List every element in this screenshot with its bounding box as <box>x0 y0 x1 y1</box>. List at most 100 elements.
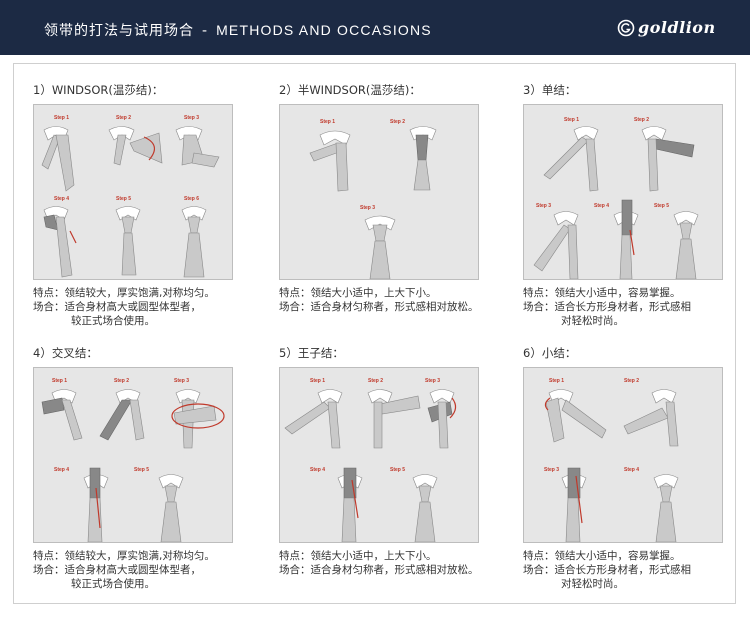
title-english: METHODS AND OCCASIONS <box>216 22 432 38</box>
section-title: 6）小结： <box>523 346 577 360</box>
step-label: Step 4 <box>594 203 609 209</box>
feature-text: 特点：领结大小适中，容易掌握。 <box>523 550 681 562</box>
step-label: Step 6 <box>184 196 199 202</box>
section-title: 3）单结： <box>523 83 577 97</box>
section-description: 特点：领结较大，厚实饱满,对称均匀。 场合：适合身材高大或圆型体型者， 较正式场… <box>33 286 238 328</box>
step-1-figure <box>544 389 607 443</box>
step-5-figure <box>158 474 184 542</box>
step-label: Step 3 <box>536 203 551 209</box>
step-1-figure <box>543 126 599 192</box>
step-2-figure <box>623 389 679 447</box>
occasion-text: 场合：适合身材高大或圆型体型者， <box>33 301 201 313</box>
step-label: Step 4 <box>54 467 69 473</box>
step-label: Step 1 <box>54 115 69 121</box>
illustration-panel: Step 1 Step 2 Step 3 Step 4 <box>523 367 723 543</box>
brand-logo: goldlion <box>617 18 716 37</box>
feature-text: 特点：领结大小适中，容易掌握。 <box>523 287 681 299</box>
step-label: Step 2 <box>116 115 131 121</box>
small-knot-steps-illustration: Step 1 Step 2 Step 3 Step 4 <box>544 378 679 542</box>
step-2-figure <box>99 389 145 441</box>
feature-text: 特点：领结大小适中，上大下小。 <box>279 287 437 299</box>
step-label: Step 5 <box>654 203 669 209</box>
occasion-text-cont: 较正式场合使用。 <box>71 315 155 327</box>
feature-text: 特点：领结较大，厚实饱满,对称均匀。 <box>33 550 215 562</box>
step-1-figure <box>309 130 351 192</box>
step-4-figure <box>613 199 639 279</box>
title-chinese: 领带的打法与试用场合 <box>44 23 194 39</box>
step-5-figure <box>673 211 699 279</box>
illustration-panel: Step 1 Step 2 Step 3 Step 4 Step 5 <box>279 367 479 543</box>
step-label: Step 1 <box>564 117 579 123</box>
section-title: 5）王子结： <box>279 346 344 360</box>
step-2-figure <box>108 126 163 166</box>
step-2-figure <box>367 389 421 449</box>
occasion-text-cont: 较正式场合使用。 <box>71 578 155 590</box>
content-frame <box>13 63 736 604</box>
step-1-figure <box>41 389 83 441</box>
step-label: Step 2 <box>624 378 639 384</box>
page-title: 领带的打法与试用场合-METHODS AND OCCASIONS <box>44 20 432 40</box>
step-label: Step 3 <box>360 205 375 211</box>
illustration-panel: Step 1 Step 2 Step 3 Step 4 Step 5 <box>33 367 233 543</box>
step-label: Step 2 <box>114 378 129 384</box>
occasion-text: 场合：适合身材匀称者，形式感相对放松。 <box>279 564 479 576</box>
half-windsor-steps-illustration: Step 1 Step 2 Step 3 <box>309 119 437 279</box>
occasion-text: 场合：适合身材匀称者，形式感相对放松。 <box>279 301 479 313</box>
step-label: Step 1 <box>549 378 564 384</box>
step-3-figure <box>533 211 579 279</box>
step-label: Step 4 <box>54 196 69 202</box>
step-2-figure <box>409 126 437 191</box>
step-label: Step 5 <box>134 467 149 473</box>
illustration-panel: Step 1 Step 2 Step 3 <box>279 104 479 280</box>
section-description: 特点：领结大小适中，容易掌握。 场合：适合长方形身材者，形式感相 对轻松时尚。 <box>523 549 728 591</box>
step-label: Step 3 <box>425 378 440 384</box>
step-label: Step 5 <box>116 196 131 202</box>
step-label: Step 2 <box>634 117 649 123</box>
step-4-figure <box>83 467 109 542</box>
illustration-panel: Step 1 Step 2 Step 3 Step 4 Step 5 <box>523 104 723 280</box>
windsor-steps-illustration: Step 1 Step 2 Step 3 Step 4 Step 5 Step … <box>41 115 220 278</box>
section-description: 特点：领结较大，厚实饱满,对称均匀。 场合：适合身材高大或圆型体型者， 较正式场… <box>33 549 238 591</box>
single-knot-steps-illustration: Step 1 Step 2 Step 3 Step 4 Step 5 <box>533 117 699 279</box>
step-label: Step 2 <box>368 378 383 384</box>
section-title: 4）交叉结： <box>33 346 98 360</box>
step-label: Step 5 <box>390 467 405 473</box>
step-3-figure <box>171 389 225 449</box>
occasion-text-cont: 对轻松时尚。 <box>561 315 624 327</box>
section-description: 特点：领结大小适中，上大下小。 场合：适合身材匀称者，形式感相对放松。 <box>279 286 484 314</box>
step-label: Step 3 <box>544 467 559 473</box>
step-4-figure <box>337 467 363 542</box>
section-description: 特点：领结大小适中，上大下小。 场合：适合身材匀称者，形式感相对放松。 <box>279 549 484 577</box>
step-3-figure <box>561 467 587 542</box>
step-label: Step 3 <box>184 115 199 121</box>
illustration-panel: Step 1 Step 2 Step 3 Step 4 Step 5 Step … <box>33 104 233 280</box>
step-label: Step 1 <box>310 378 325 384</box>
feature-text: 特点：领结较大，厚实饱满,对称均匀。 <box>33 287 215 299</box>
cross-knot-steps-illustration: Step 1 Step 2 Step 3 Step 4 Step 5 <box>41 378 225 542</box>
step-label: Step 2 <box>390 119 405 125</box>
step-4-figure <box>653 474 679 542</box>
step-4-figure <box>43 206 77 278</box>
step-label: Step 4 <box>624 467 639 473</box>
step-3-figure <box>175 126 220 168</box>
step-label: Step 1 <box>52 378 67 384</box>
step-1-figure <box>41 126 75 192</box>
title-separator: - <box>202 23 209 39</box>
step-5-figure <box>115 206 141 276</box>
step-1-figure <box>284 389 343 449</box>
prince-knot-steps-illustration: Step 1 Step 2 Step 3 Step 4 Step 5 <box>284 378 457 542</box>
logo-text: goldlion <box>638 18 716 37</box>
occasion-text: 场合：适合长方形身材者，形式感相 <box>523 301 691 313</box>
step-label: Step 3 <box>174 378 189 384</box>
section-title: 1）WINDSOR(温莎结)： <box>33 83 164 97</box>
step-3-figure <box>427 389 457 449</box>
feature-text: 特点：领结大小适中，上大下小。 <box>279 550 437 562</box>
occasion-text: 场合：适合身材高大或圆型体型者， <box>33 564 201 576</box>
occasion-text-cont: 对轻松时尚。 <box>561 578 624 590</box>
step-3-figure <box>364 215 396 279</box>
step-label: Step 1 <box>320 119 335 125</box>
step-6-figure <box>181 206 207 278</box>
step-5-figure <box>412 474 438 542</box>
page-header: 领带的打法与试用场合-METHODS AND OCCASIONS goldlio… <box>0 0 750 55</box>
step-label: Step 4 <box>310 467 325 473</box>
